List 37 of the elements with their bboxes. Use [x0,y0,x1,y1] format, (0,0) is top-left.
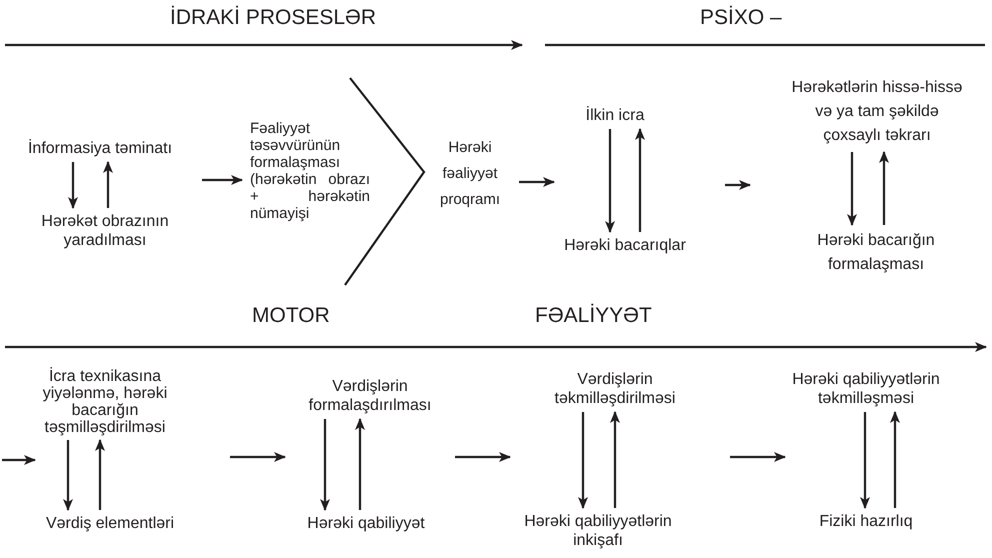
step-text: Hərəki qabiliyyət [286,514,446,533]
arrow [320,419,330,511]
arrow [605,129,615,233]
arrow [890,411,900,508]
step-text: Vərdişlərin formalaşdırılması [280,377,460,415]
arrow [103,161,113,208]
step-text: Vərdiş elementləri [25,514,195,533]
step-text: Hərəki qabiliyyətlərin inkişafı [498,512,698,550]
step-text: Hərəkətlərin hissə-hissə və ya tam şəkildə çoxsaylı təkrarı [786,76,968,148]
step-text: Hərəki bacarıqlar [540,236,710,255]
step-text: Hərəki fəaliyyət proqramı [427,135,513,213]
step-text: Fiziki hazırlıq [791,512,941,531]
step-text: Hərəkət obrazının yaradılması [30,212,180,250]
arrow [68,162,78,209]
arrow [860,412,870,509]
section-heading: MOTOR [252,304,330,328]
arrow [519,177,555,187]
arrow [202,175,243,185]
step-text: Fəaliyyət təsəvvürünün formalaşması (hərəkətin obrazı + hərəkətin nümayişi [250,120,370,222]
section-heading: PSİXO – [700,6,782,30]
arrow [578,412,588,509]
arrow [610,411,620,508]
step-text: İnformasiya təminatı [0,139,200,158]
arrow [2,455,36,465]
section-heading: FƏALİYYƏT [535,304,652,328]
step-text: İlkin icra [555,106,675,125]
arrow [635,128,645,232]
step-text: Vərdişlərin təkmilləşdirilməsi [520,370,710,408]
arrow [95,439,105,510]
arrow [355,418,365,510]
arrow [879,151,889,225]
step-text: İcra texnikasına yiyələnmə, hərəki bacarığın təşmilləşdirilməsi [39,368,171,436]
step-text: Hərəki qabiliyyətlərin təkmilləşməsi [766,370,966,408]
arrow [847,152,857,226]
section-heading: İDRAKİ PROSESLƏR [170,6,376,30]
arrow [63,440,73,511]
step-text: Hərəki bacarığın formalaşması [791,229,961,277]
